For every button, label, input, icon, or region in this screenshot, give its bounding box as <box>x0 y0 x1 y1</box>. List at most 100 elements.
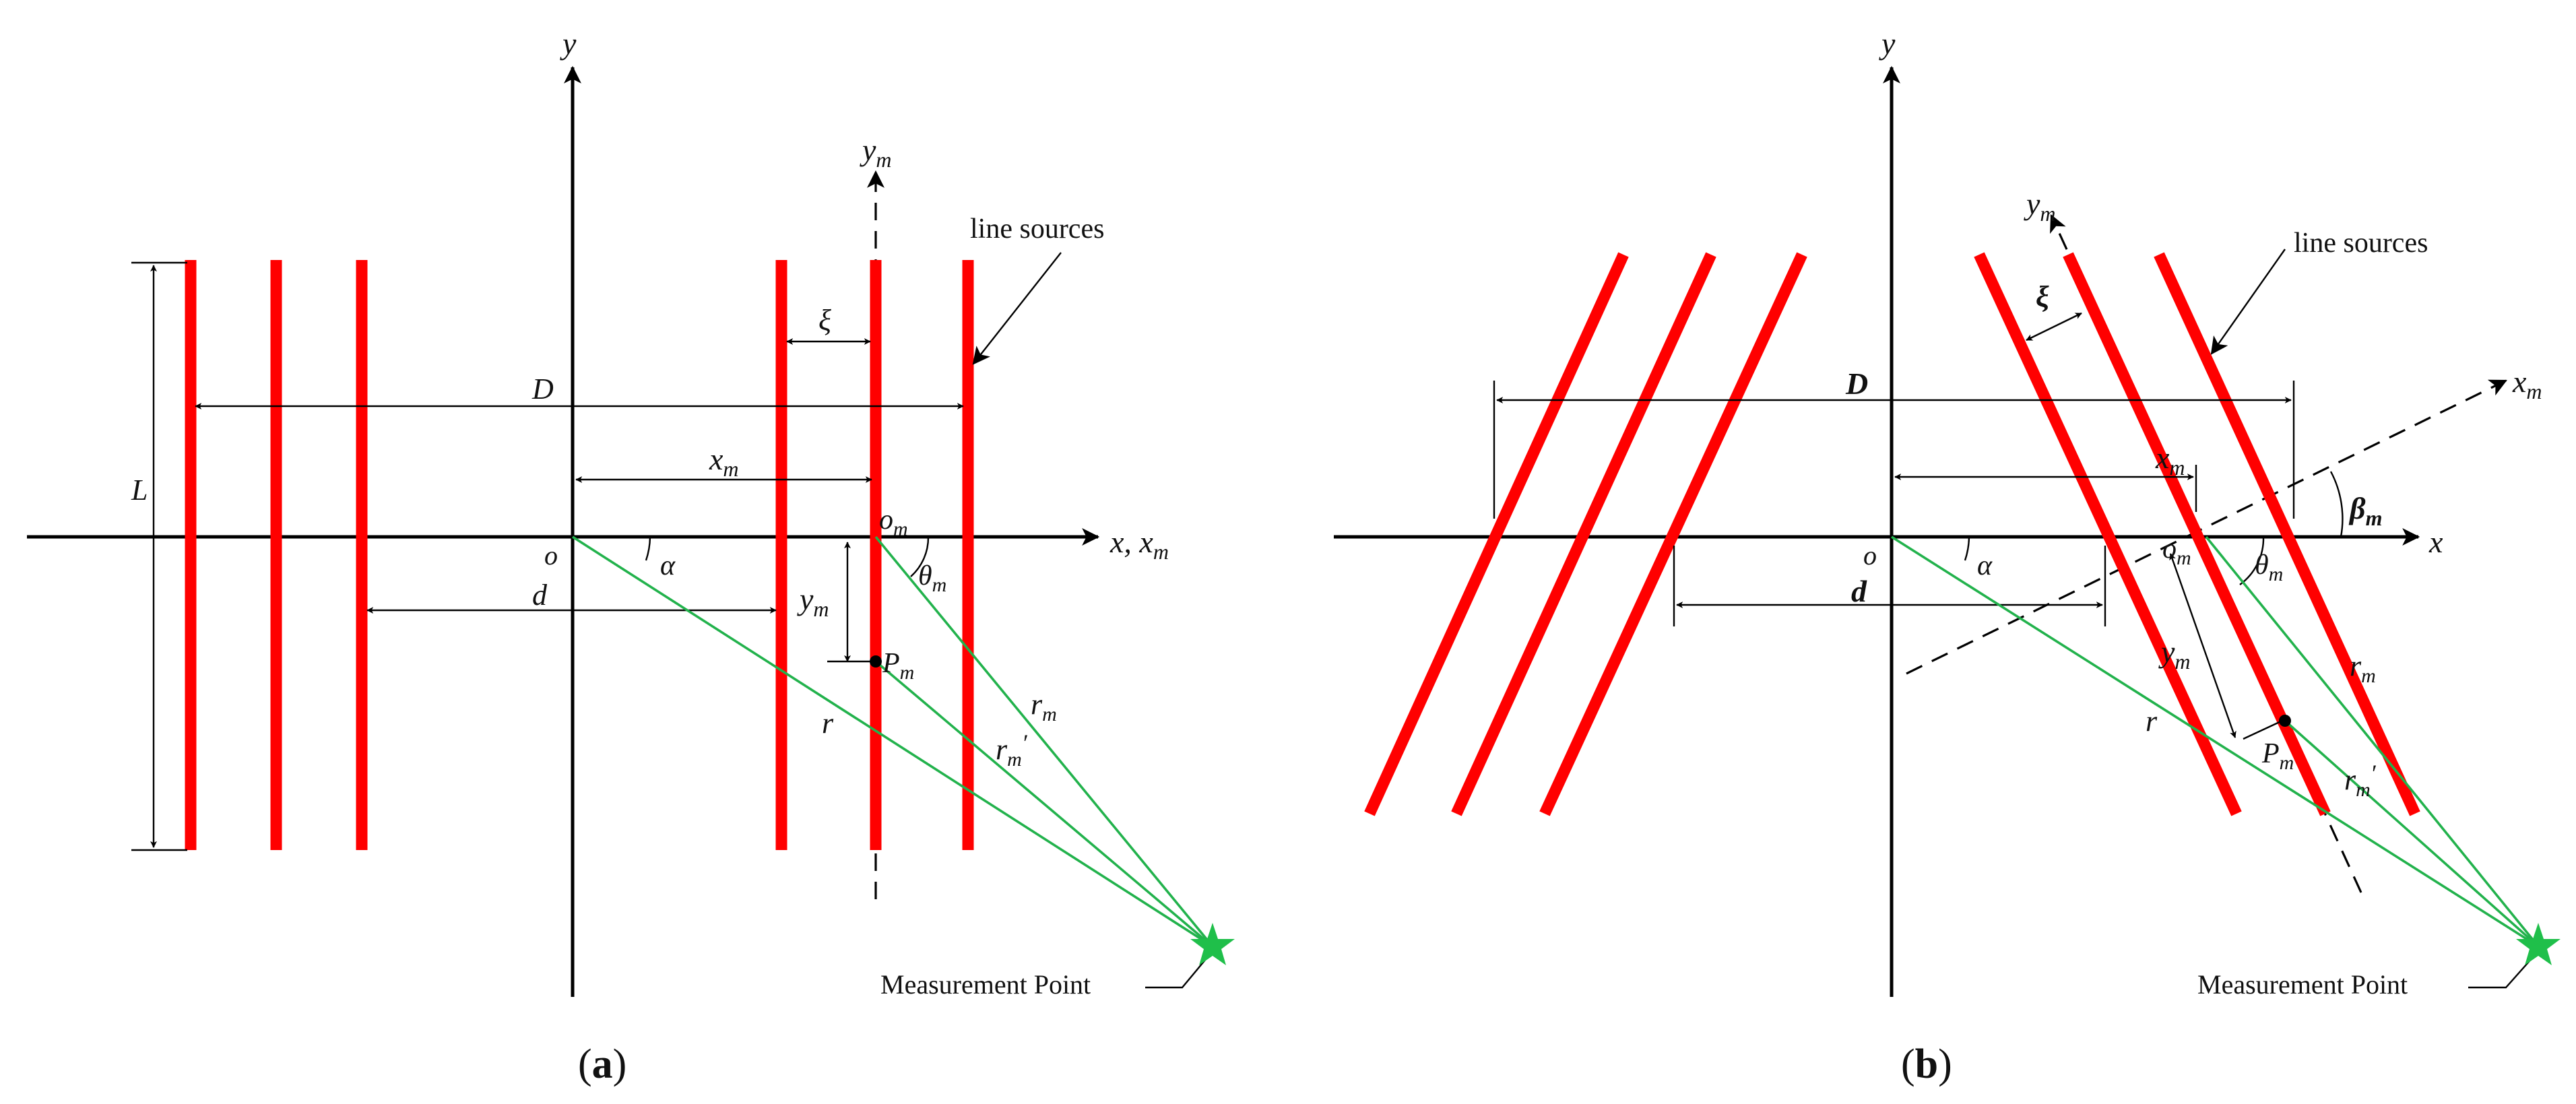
b-xm-axis <box>1906 379 2507 675</box>
b-beta-sub: m <box>2366 506 2383 530</box>
b-xi-dim <box>2026 312 2082 342</box>
b-r-label: r <box>2146 705 2158 738</box>
b-theta-sub: m <box>2269 563 2284 585</box>
a-measurement-star-icon <box>1190 923 1235 965</box>
b-line-sources-leader <box>2210 249 2286 355</box>
a-theta-label: θm <box>918 560 946 596</box>
a-xi-label: ξ <box>818 304 831 337</box>
b-line-source <box>1539 252 1807 816</box>
b-pm-main: P <box>2261 738 2280 769</box>
a-caption: (a) <box>578 1041 626 1087</box>
b-xm-sub: m <box>2169 455 2185 480</box>
b-line-source <box>1451 252 1716 816</box>
a-line-sources <box>185 260 974 850</box>
b-pm-label: Pm <box>2261 738 2294 774</box>
a-om-label: om <box>879 505 908 540</box>
a-D-label: D <box>532 372 554 405</box>
a-rm-label: rm <box>1031 688 1057 725</box>
b-d-label: d <box>1851 574 1867 608</box>
b-om-main: o <box>2162 533 2177 564</box>
b-theta-label: θm <box>2255 550 2283 585</box>
a-theta-sub: m <box>932 574 947 596</box>
b-measurement-star-icon <box>2516 923 2561 965</box>
b-line-sources <box>1364 252 2420 816</box>
a-line-sources-label: line sources <box>970 214 1104 245</box>
a-pm-sub: m <box>900 661 915 684</box>
a-ray-rm <box>874 535 1214 948</box>
b-rm-main: r <box>2350 649 2362 682</box>
a-ym-label-main: y <box>860 133 876 167</box>
b-D-label: D <box>1845 366 1868 401</box>
b-theta-arc <box>2239 536 2265 585</box>
b-ym-label-main: y <box>2024 187 2040 221</box>
b-alpha-arc <box>1964 536 1970 561</box>
a-rmprime-label: rm′ <box>996 729 1028 771</box>
a-ym-dim-sub: m <box>813 597 829 621</box>
a-x-label-main: x, x <box>1109 525 1153 559</box>
a-d-label: d <box>532 579 548 612</box>
b-line-source <box>1364 252 1629 816</box>
a-theta-main: θ <box>918 560 932 591</box>
b-ym-dim-sub: m <box>2175 649 2190 674</box>
a-origin-label: o <box>544 540 558 571</box>
b-om-sub: m <box>2177 547 2191 569</box>
b-theta-main: θ <box>2255 550 2269 581</box>
b-ym-label: ym <box>2024 187 2056 226</box>
a-caption-open: ( <box>578 1041 592 1087</box>
a-measurement-leader <box>1145 950 1213 989</box>
b-ray-r <box>1891 535 2539 948</box>
a-theta-arc <box>910 536 930 577</box>
b-ym-dim-label: ym <box>2158 635 2191 674</box>
b-ray-rmprime <box>2284 719 2540 948</box>
a-ray-rmprime <box>874 660 1214 948</box>
a-pm-main: P <box>882 648 900 679</box>
b-rm-label: rm <box>2350 649 2376 687</box>
a-caption-close: ) <box>613 1041 627 1087</box>
a-alpha-label: α <box>660 550 676 581</box>
a-ym-label: ym <box>860 133 892 172</box>
b-line-source <box>2154 252 2420 816</box>
a-ym-dim-label: ym <box>797 582 829 621</box>
a-pm-point <box>870 655 882 668</box>
a-xm-label: xm <box>709 442 739 481</box>
a-x-label-sub: m <box>1153 540 1169 564</box>
b-ym-dim-main: y <box>2158 635 2175 669</box>
b-caption: (b) <box>1901 1041 1952 1087</box>
b-pm-tick <box>2243 719 2283 740</box>
b-measurement-label: Measurement Point <box>2197 969 2408 1000</box>
a-caption-letter: a <box>592 1041 613 1087</box>
b-rmprime-main: r <box>2344 763 2356 796</box>
a-rm-sub: m <box>1042 703 1057 725</box>
b-y-label: y <box>1879 26 1896 61</box>
a-rmprime-main: r <box>996 733 1008 766</box>
b-rmprime-label: rm′ <box>2344 760 2377 801</box>
a-ym-dim-main: y <box>797 582 814 616</box>
b-rmprime-sub: m <box>2356 779 2371 801</box>
b-rm-sub: m <box>2361 665 2376 687</box>
b-origin-label: o <box>1863 540 1877 571</box>
b-caption-letter: b <box>1915 1041 1938 1087</box>
b-pm-sub: m <box>2280 752 2294 774</box>
b-xm-axis-sub: m <box>2526 379 2542 403</box>
b-caption-close: ) <box>1938 1041 1952 1087</box>
a-rmprime-prime: ′ <box>1022 729 1028 756</box>
a-rmprime-sub: m <box>1007 748 1022 771</box>
a-x-label: x, xm <box>1109 525 1169 564</box>
a-measurement-label: Measurement Point <box>880 969 1091 1000</box>
b-beta-label: βm <box>2348 491 2382 530</box>
b-x-label: x <box>2428 525 2443 559</box>
a-alpha-arc <box>645 536 651 561</box>
a-xm-main: x <box>709 442 723 476</box>
b-alpha-label: α <box>1977 550 1993 581</box>
a-r-label: r <box>822 707 834 740</box>
b-line-sources-label: line sources <box>2294 228 2428 259</box>
b-ym-label-sub: m <box>2040 201 2055 226</box>
a-pm-label: Pm <box>882 648 914 684</box>
b-xm-label: xm <box>2155 441 2185 480</box>
a-xm-sub: m <box>723 457 738 481</box>
a-om-sub: m <box>893 518 908 540</box>
b-rmprime-prime: ′ <box>2371 760 2377 787</box>
a-ray-r <box>572 535 1213 948</box>
b-beta-arc <box>2329 471 2344 538</box>
b-xm-main: x <box>2155 441 2170 475</box>
